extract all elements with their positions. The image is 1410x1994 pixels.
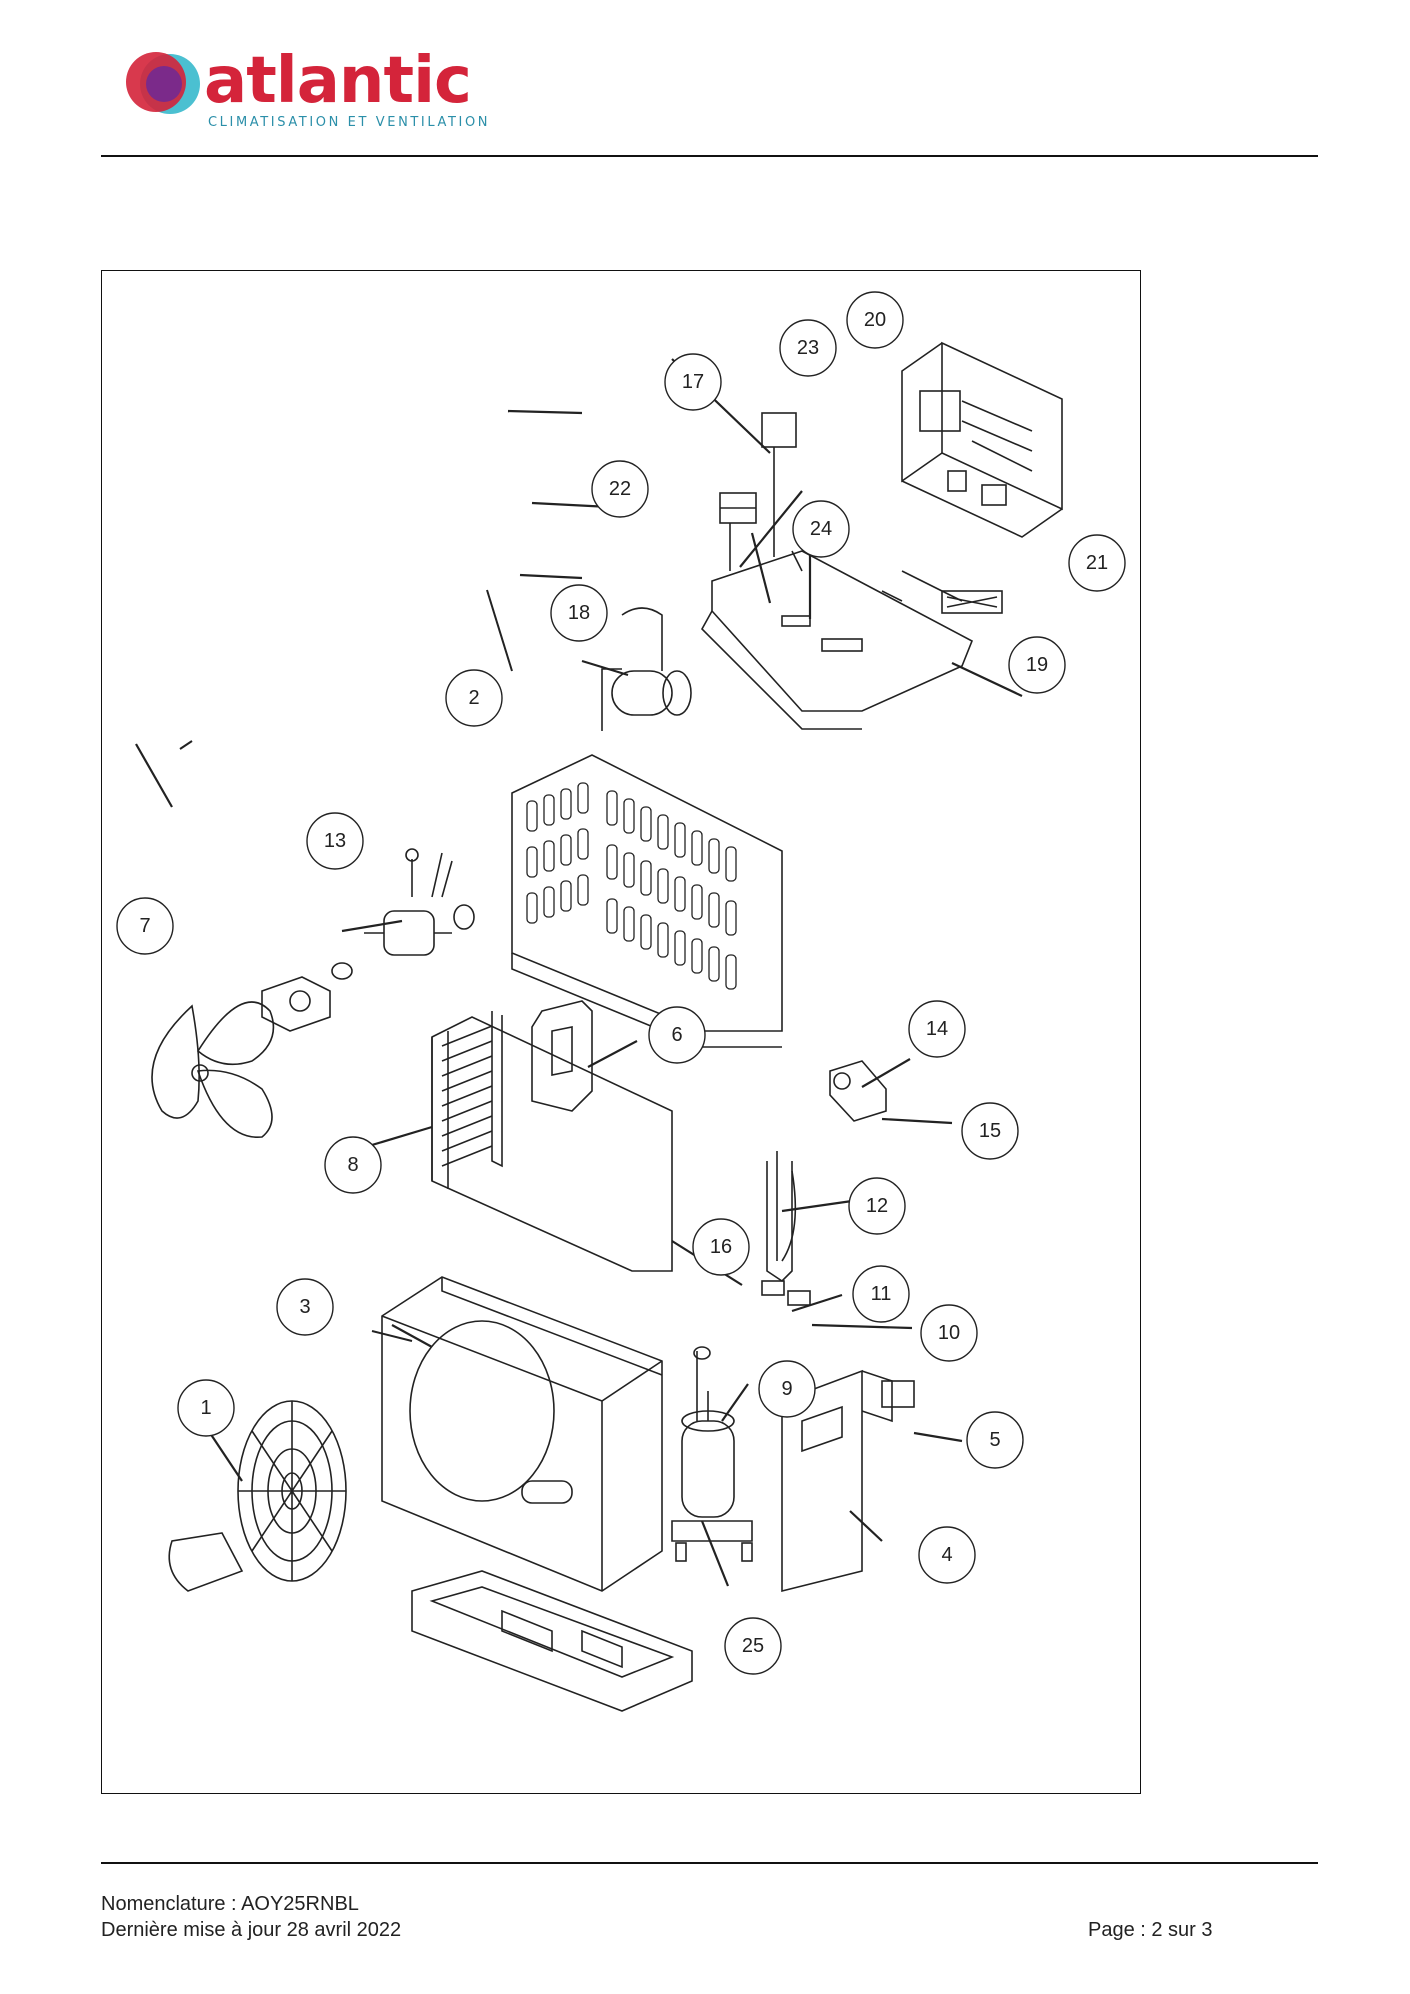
mounting-plate-drawing (701, 550, 1003, 730)
callout-23: 23 (797, 337, 819, 359)
control-box-drawing (901, 341, 1063, 538)
fan-motor-drawing (261, 848, 475, 1032)
callout-13: 13 (324, 830, 346, 852)
service-panel-drawing (781, 1369, 915, 1593)
valve-piping-drawing (761, 1151, 811, 1306)
callout-21: 21 (1086, 552, 1108, 574)
callout-8: 8 (347, 1154, 358, 1176)
callout-6: 6 (671, 1024, 682, 1046)
callout-19: 19 (1026, 654, 1048, 676)
exploded-view-diagram: 1 2 3 4 5 6 7 8 9 10 11 12 13 14 15 16 1… (101, 270, 1141, 1794)
brand-name: atlantic (204, 44, 472, 118)
callout-5: 5 (989, 1429, 1000, 1451)
callout-14: 14 (926, 1018, 948, 1040)
partition-bracket-drawing (531, 1000, 593, 1112)
condenser-coil-drawing (431, 1011, 673, 1272)
transformer-drawing (719, 412, 803, 572)
callout-leader-lines (179, 589, 513, 1342)
fan-guard-drawing (168, 1400, 347, 1592)
callout-10: 10 (938, 1322, 960, 1344)
compressor-drawing (671, 1346, 753, 1562)
callout-25: 25 (742, 1635, 764, 1657)
exploded-view-drawing: 1 2 3 4 5 6 7 8 9 10 11 12 13 14 15 16 1… (116, 291, 1126, 1712)
callout-7: 7 (139, 915, 150, 937)
callout-20: 20 (864, 309, 886, 331)
callout-17: 17 (682, 371, 704, 393)
footer-updated-date: Dernière mise à jour 28 avril 2022 (101, 1919, 402, 1941)
brand-logo: atlantic CLIMATISATION ET VENTILATION (120, 44, 500, 134)
callout-24: 24 (810, 518, 832, 540)
header-rule (101, 155, 1318, 157)
footer-nomenclature: Nomenclature : AOY25RNBL (101, 1893, 359, 1915)
side-grille-panel-drawing (511, 754, 783, 1048)
brand-tagline: CLIMATISATION ET VENTILATION (208, 115, 491, 130)
callout-2: 2 (468, 687, 479, 709)
callout-16: 16 (710, 1236, 732, 1258)
callout-9: 9 (781, 1378, 792, 1400)
footer-rule (101, 1862, 1318, 1864)
callout-1: 1 (200, 1397, 211, 1419)
callout-11: 11 (871, 1283, 892, 1305)
callout-22: 22 (609, 478, 631, 500)
callout-18: 18 (568, 602, 590, 624)
callout-12: 12 (866, 1195, 888, 1217)
front-panel-drawing (381, 1276, 663, 1592)
capacitor-drawing (601, 607, 692, 731)
sensor-bracket-drawing (829, 1060, 887, 1122)
propeller-fan-drawing (151, 1001, 275, 1138)
callout-4: 4 (941, 1544, 952, 1566)
footer-page-number: Page : 2 sur 3 (1088, 1919, 1213, 1941)
callout-15: 15 (979, 1120, 1001, 1142)
callout-3: 3 (299, 1296, 310, 1318)
base-pan-drawing (411, 1570, 693, 1712)
brand-mark-icon (126, 52, 200, 114)
callout-circles: 1 2 3 4 5 6 7 8 9 10 11 12 13 14 15 16 1… (116, 291, 1126, 1675)
